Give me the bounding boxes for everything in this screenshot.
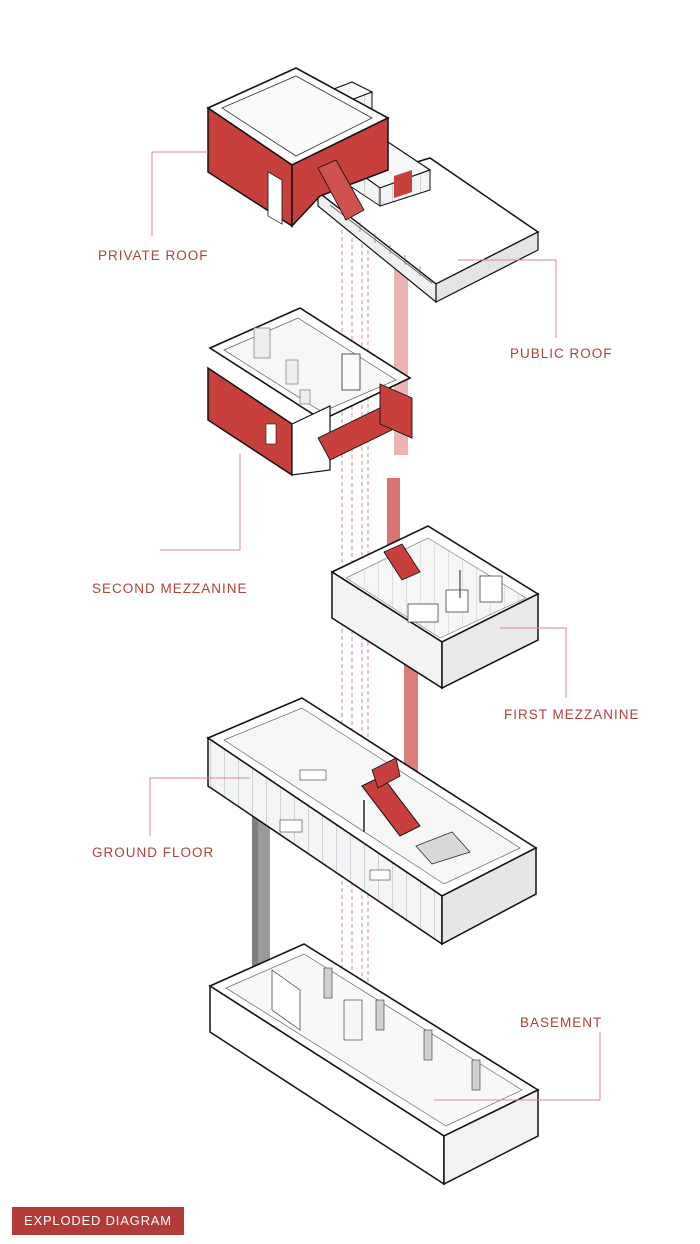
- diagram-title-badge: EXPLODED DIAGRAM: [12, 1207, 184, 1235]
- label-ground-floor: GROUND FLOOR: [92, 845, 215, 860]
- leader-lines: [149, 151, 601, 1101]
- ground-floor-level: [206, 697, 538, 946]
- second-mezzanine-level: [207, 307, 413, 477]
- roof-level: [206, 67, 540, 304]
- label-second-mezzanine: SECOND MEZZANINE: [92, 581, 248, 596]
- label-basement: BASEMENT: [520, 1015, 603, 1030]
- first-mezzanine-level: [330, 525, 540, 690]
- label-public-roof: PUBLIC ROOF: [510, 346, 613, 361]
- label-private-roof: PRIVATE ROOF: [98, 248, 209, 263]
- label-first-mezzanine: FIRST MEZZANINE: [504, 707, 640, 722]
- basement-level: [208, 943, 540, 1186]
- elevator-shaft: [252, 790, 270, 1010]
- stair-connector: [387, 200, 418, 790]
